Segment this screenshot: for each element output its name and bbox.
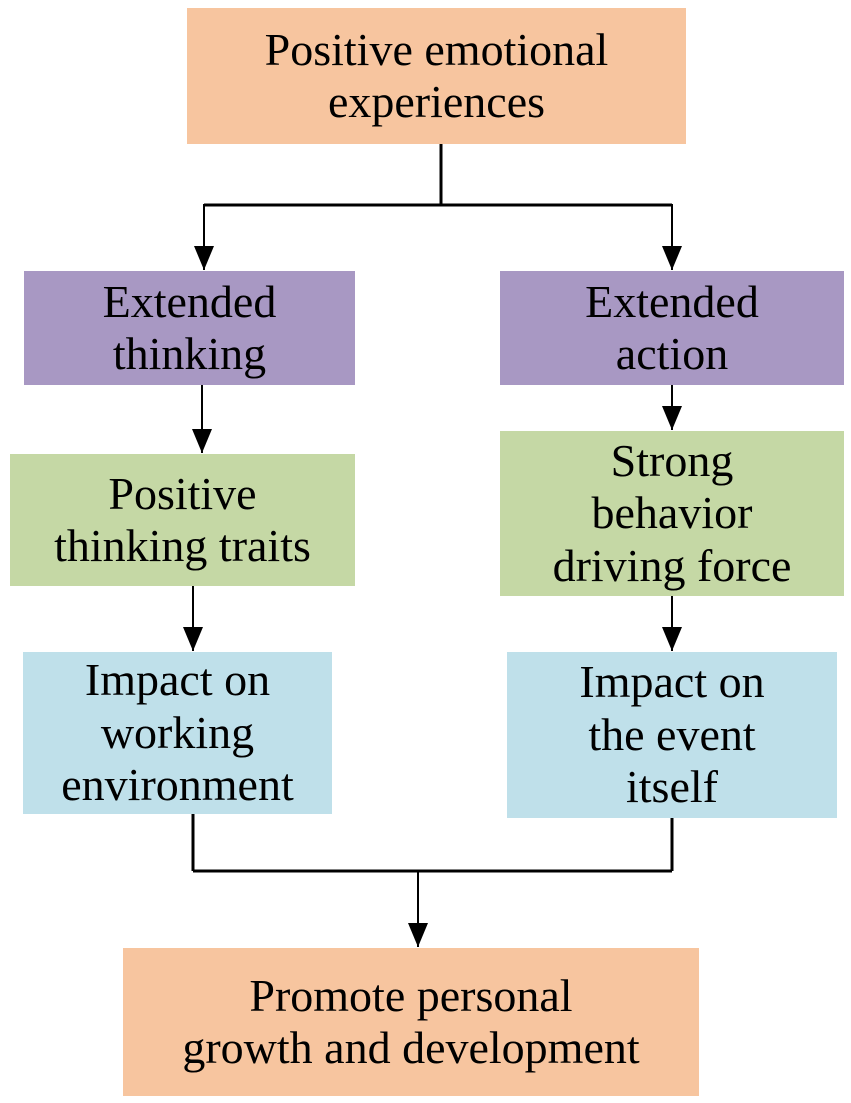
node-label: Strong behavior driving force <box>552 434 792 591</box>
arrowhead-extended-action <box>662 246 682 270</box>
node-extended-action: Extended action <box>500 271 844 385</box>
arrowhead-impact-event <box>662 627 682 651</box>
arrowhead-bottom <box>408 923 428 947</box>
node-extended-thinking: Extended thinking <box>24 271 355 385</box>
node-label: Extended action <box>585 275 759 379</box>
node-label: Impact on the event itself <box>579 656 765 813</box>
arrowhead-impact-working <box>183 627 203 651</box>
node-positive-emotional-experiences: Positive emotional experiences <box>187 8 686 144</box>
node-impact-on-the-event-itself: Impact on the event itself <box>507 652 837 818</box>
node-strong-behavior-driving-force: Strong behavior driving force <box>500 431 844 596</box>
arrowhead-positive-thinking-traits <box>192 429 212 453</box>
node-label: Extended thinking <box>102 275 277 379</box>
arrowhead-extended-thinking <box>194 246 214 270</box>
node-label: Impact on working environment <box>61 654 294 811</box>
arrowhead-strong-behavior <box>662 406 682 430</box>
node-positive-thinking-traits: Positive thinking traits <box>10 454 355 586</box>
node-label: Promote personal growth and development <box>182 969 640 1073</box>
node-label: Positive thinking traits <box>54 467 311 571</box>
node-impact-on-working-environment: Impact on working environment <box>23 652 332 814</box>
node-label: Positive emotional experiences <box>264 23 609 127</box>
node-promote-personal-growth: Promote personal growth and development <box>123 948 699 1096</box>
